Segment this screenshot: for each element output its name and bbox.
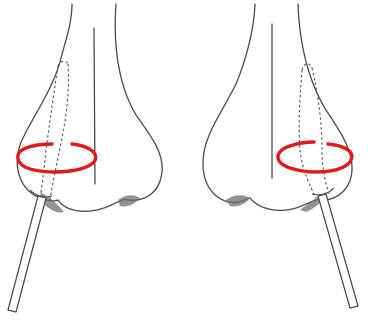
right-swab-inner-path xyxy=(299,70,316,198)
left-swab-inner-path xyxy=(40,66,58,200)
left-rotation-marker-icon xyxy=(18,144,96,172)
right-nose-panel xyxy=(203,4,358,308)
right-nostril-shadow-left xyxy=(226,195,250,206)
right-swab-stick xyxy=(318,194,358,308)
right-rotation-marker-icon xyxy=(278,142,352,172)
right-nose-outline xyxy=(203,4,352,210)
left-swab-stick xyxy=(8,196,46,312)
left-nostril-shadow-right xyxy=(118,195,140,206)
left-swab-inner-path-2 xyxy=(50,64,69,200)
left-nose-outline xyxy=(17,4,162,211)
left-nose-panel xyxy=(8,4,162,312)
